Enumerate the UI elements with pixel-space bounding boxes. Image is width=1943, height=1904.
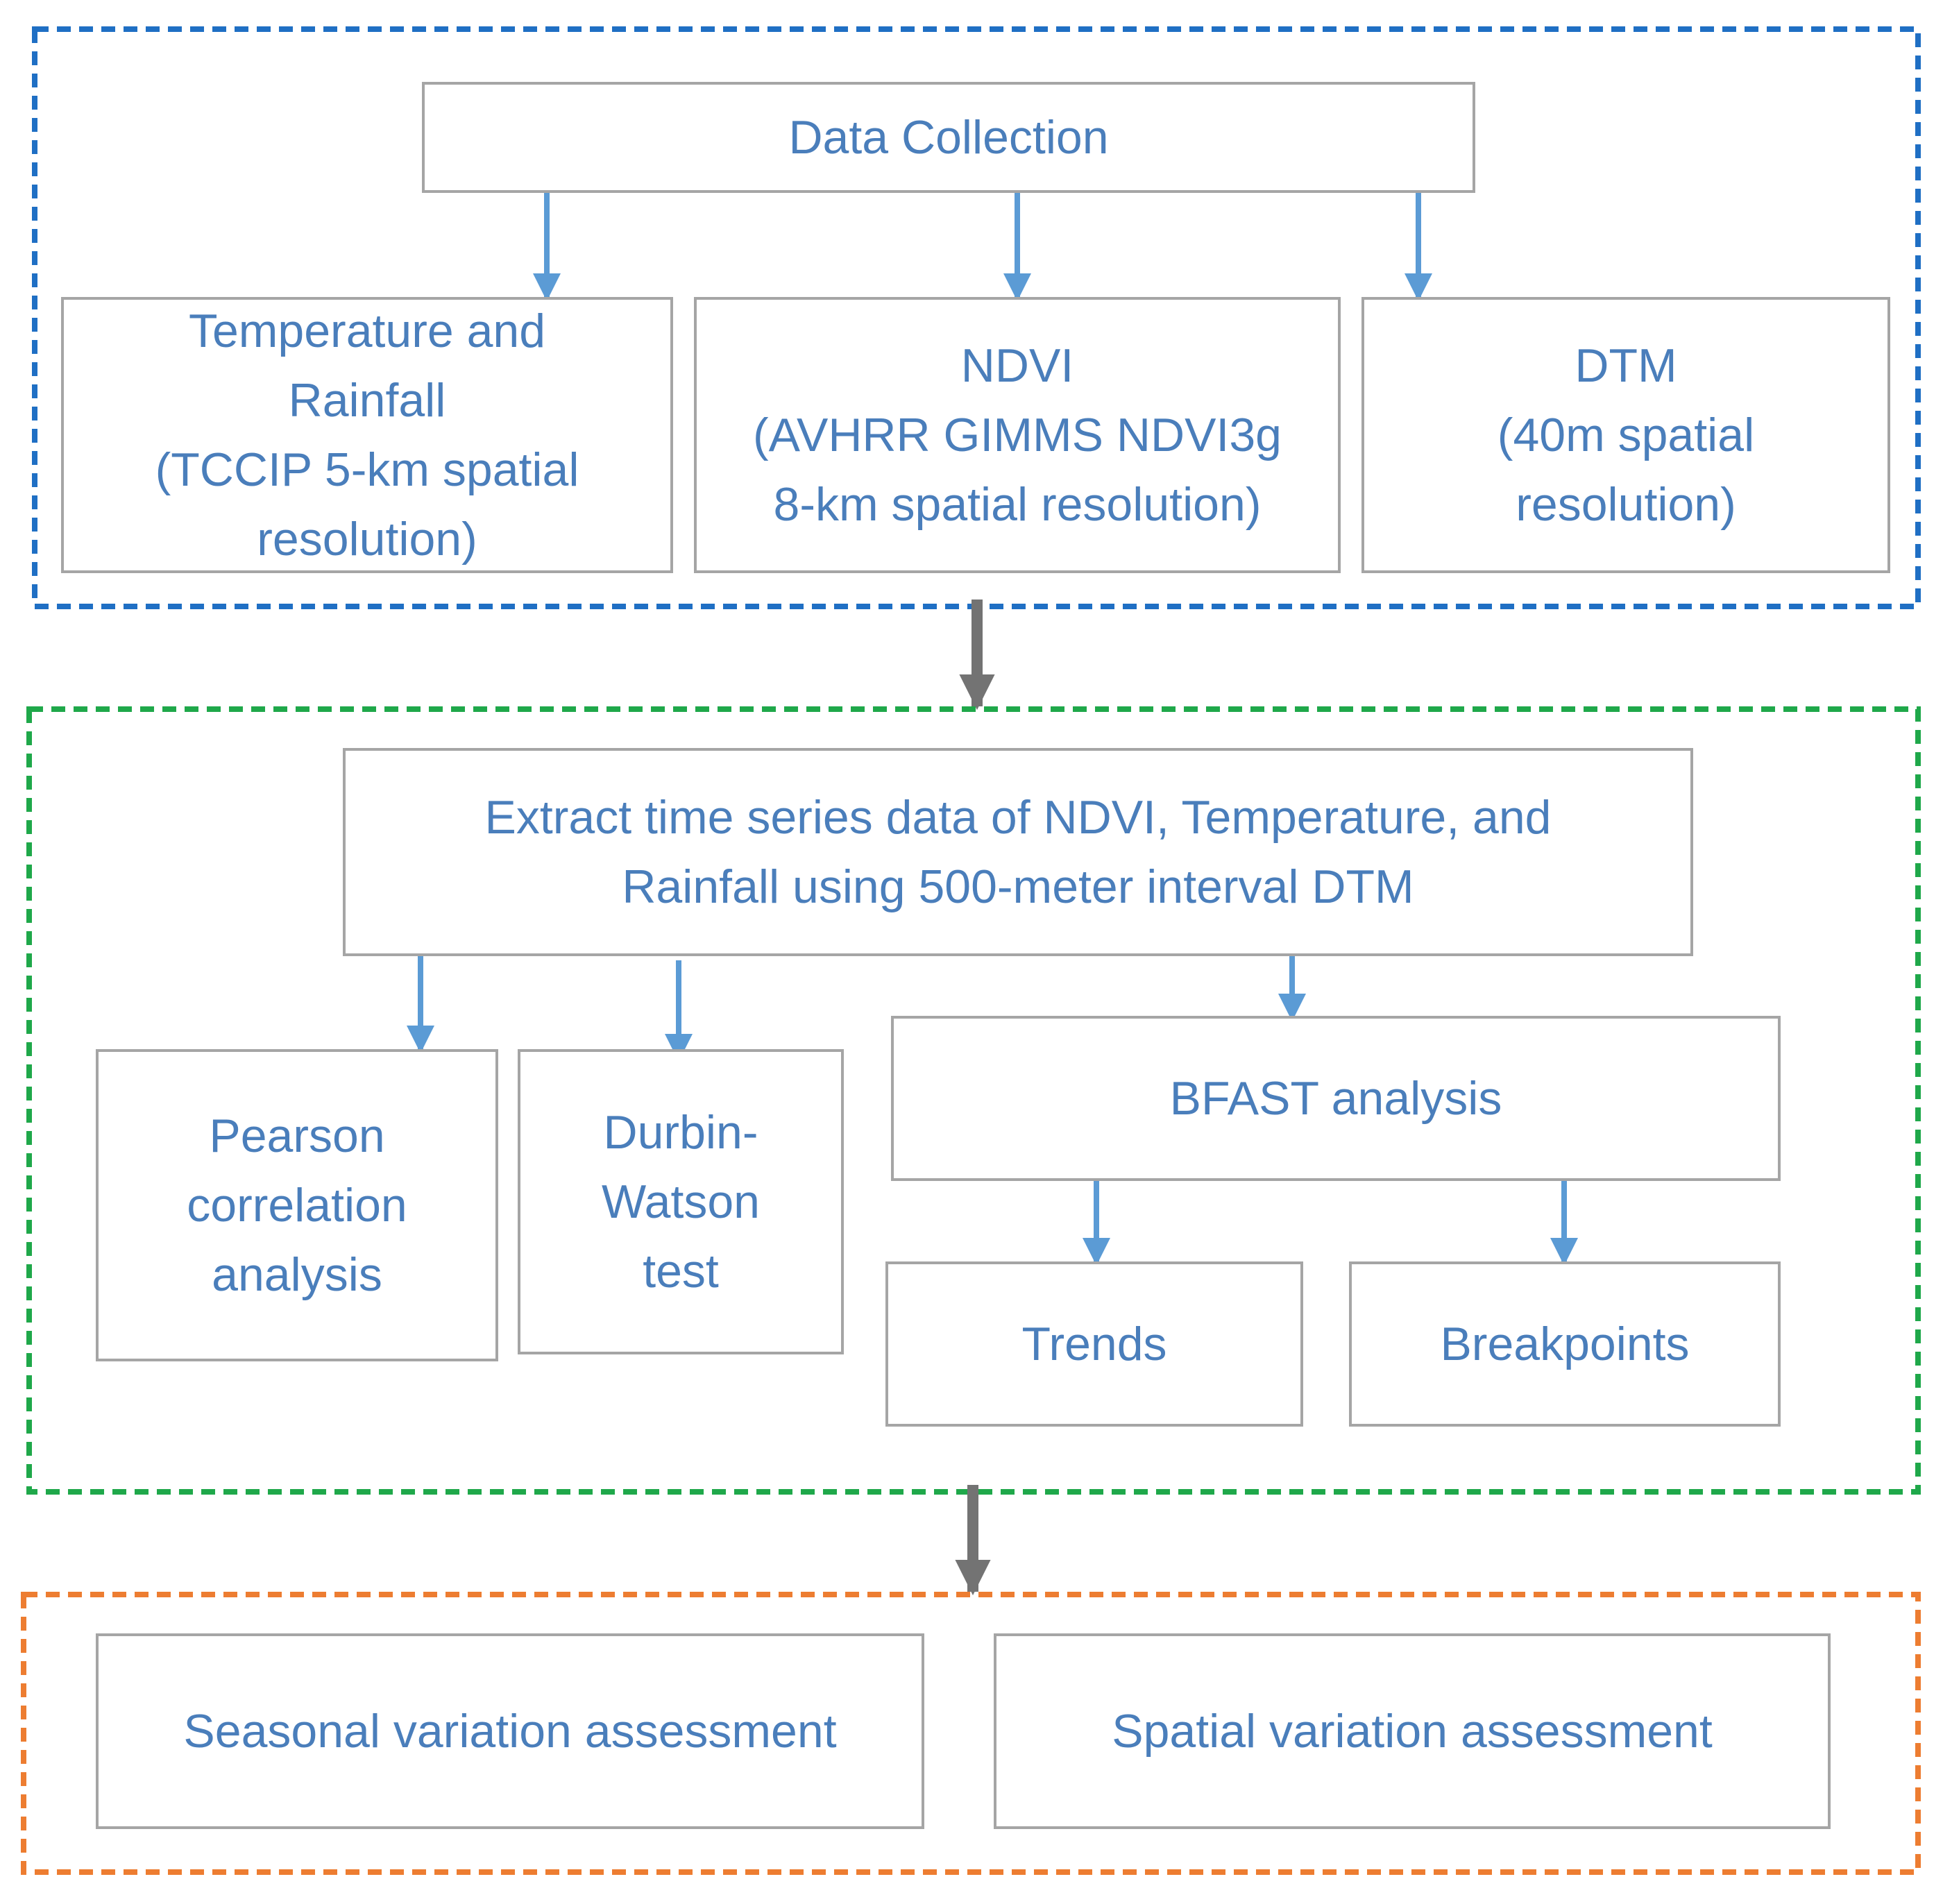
node-data-collection: Data Collection — [422, 82, 1475, 193]
node-trends: Trends — [885, 1261, 1303, 1427]
node-pearson-label: Pearson correlation analysis — [187, 1110, 407, 1301]
node-dtm: DTM (40m spatial resolution) — [1361, 297, 1890, 573]
node-durbin-watson: Durbin- Watson test — [518, 1049, 844, 1354]
node-seasonal-variation-label: Seasonal variation assessment — [183, 1705, 837, 1758]
node-breakpoints-label: Breakpoints — [1440, 1318, 1690, 1370]
group-assessment — [21, 1592, 1921, 1875]
node-ndvi: NDVI (AVHRR GIMMS NDVI3g 8-km spatial re… — [694, 297, 1341, 573]
node-extract-label: Extract time series data of NDVI, Temper… — [484, 791, 1552, 913]
node-trends-label: Trends — [1021, 1318, 1167, 1370]
node-dtm-label: DTM (40m spatial resolution) — [1497, 339, 1755, 531]
node-bfast-label: BFAST analysis — [1169, 1072, 1502, 1125]
node-bfast: BFAST analysis — [891, 1016, 1781, 1181]
node-spatial-variation-label: Spatial variation assessment — [1112, 1705, 1713, 1758]
node-breakpoints: Breakpoints — [1349, 1261, 1781, 1427]
node-temp-rainfall: Temperature and Rainfall (TCCIP 5-km spa… — [61, 297, 673, 573]
node-seasonal-variation: Seasonal variation assessment — [96, 1633, 924, 1829]
node-pearson: Pearson correlation analysis — [96, 1049, 498, 1361]
node-temp-rainfall-label: Temperature and Rainfall (TCCIP 5-km spa… — [155, 305, 579, 566]
node-extract: Extract time series data of NDVI, Temper… — [343, 748, 1693, 956]
node-data-collection-label: Data Collection — [788, 111, 1109, 164]
node-durbin-watson-label: Durbin- Watson test — [601, 1106, 760, 1298]
node-spatial-variation: Spatial variation assessment — [994, 1633, 1831, 1829]
node-ndvi-label: NDVI (AVHRR GIMMS NDVI3g 8-km spatial re… — [753, 339, 1282, 531]
